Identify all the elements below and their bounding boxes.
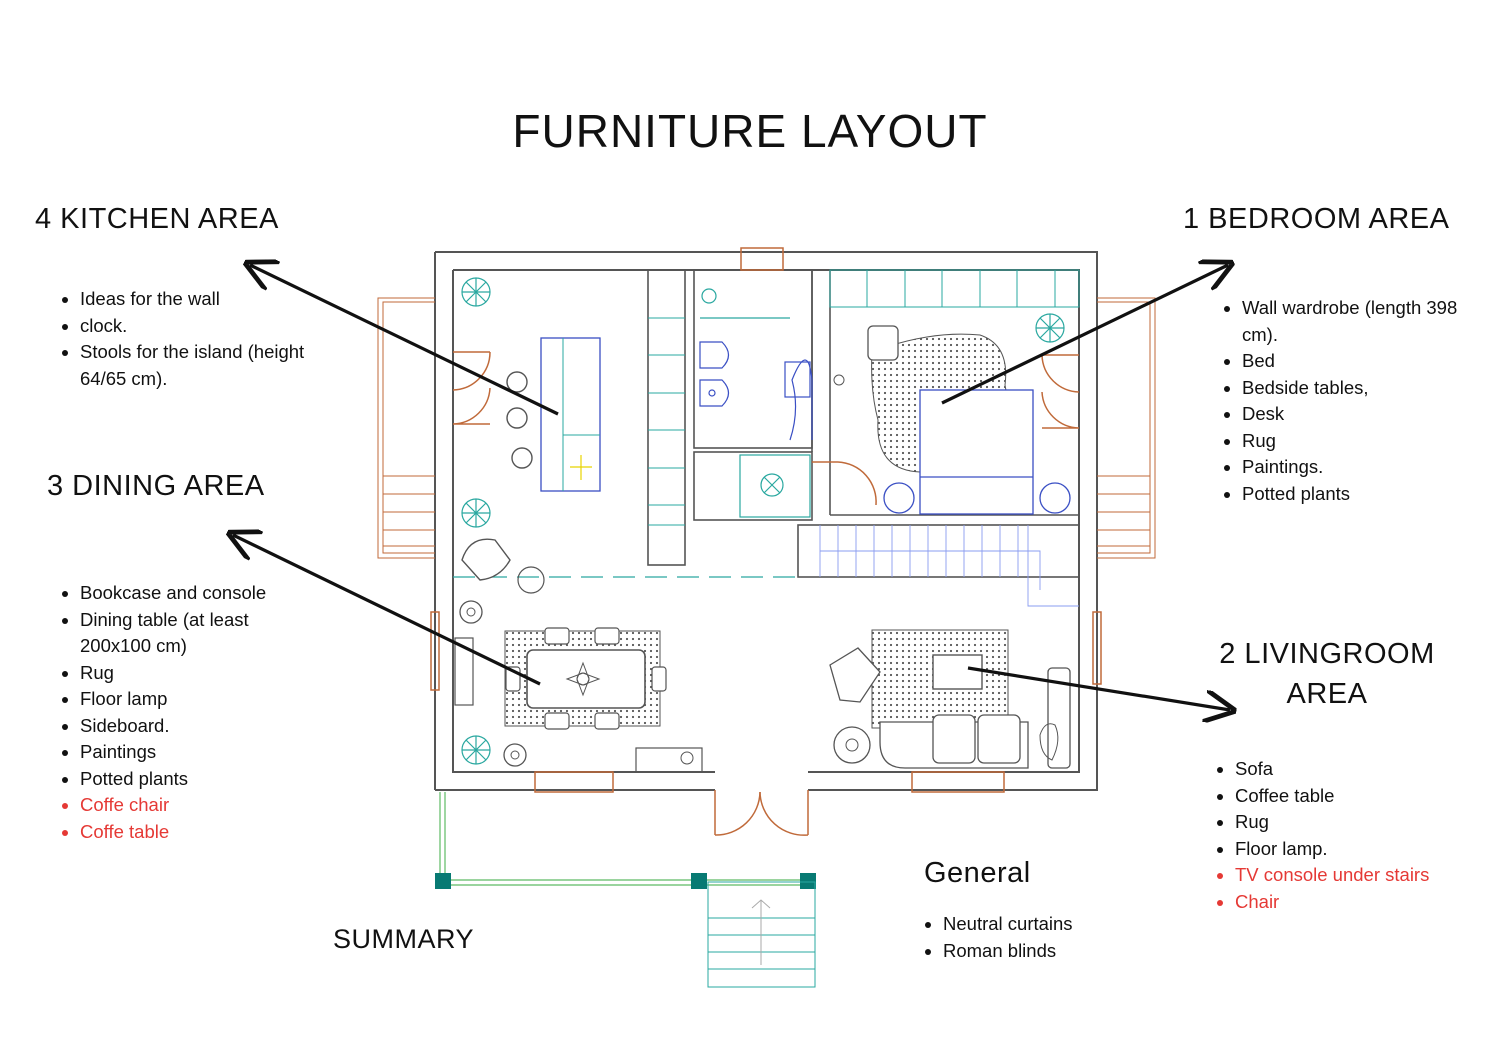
list-item: Floor lamp.: [1235, 836, 1495, 863]
dining-arrow: [233, 535, 541, 686]
staircase: [819, 525, 1079, 607]
general-list: Neutral curtainsRoman blinds: [923, 911, 1173, 964]
list-item: Paintings.: [1242, 454, 1487, 481]
list-item: Roman blinds: [943, 938, 1173, 965]
list-item: Coffee table: [1235, 783, 1495, 810]
bathroom-fixtures: [699, 288, 813, 518]
doors: [452, 351, 1080, 836]
livingroom-arrow: [967, 666, 1230, 710]
list-item: Rug: [1242, 428, 1487, 455]
bedroom-list: Wall wardrobe (length 398 cm).BedBedside…: [1222, 295, 1487, 507]
bedroom-heading: 1 BEDROOM AREA: [1183, 203, 1450, 235]
leader-arrows: [233, 265, 1230, 710]
list-item: Neutral curtains: [943, 911, 1173, 938]
list-item: Potted plants: [1242, 481, 1487, 508]
potted-plants: [461, 277, 1065, 765]
list-item: clock.: [80, 313, 330, 340]
page-title: FURNITURE LAYOUT: [512, 105, 988, 157]
list-item: Paintings: [80, 739, 320, 766]
livingroom-furniture: [829, 629, 1071, 769]
dining-heading: 3 DINING AREA: [47, 470, 265, 502]
exterior-walls: [434, 251, 1098, 791]
list-item: Coffe chair: [80, 792, 320, 819]
summary-heading: SUMMARY: [333, 924, 475, 954]
front-porch: [435, 792, 816, 988]
list-item: Bedside tables,: [1242, 375, 1487, 402]
list-item: Sofa: [1235, 756, 1495, 783]
list-item: Dining table (at least 200x100 cm): [80, 607, 320, 660]
list-item: Wall wardrobe (length 398 cm).: [1242, 295, 1487, 348]
list-item: Chair: [1235, 889, 1495, 916]
list-item: Bookcase and console: [80, 580, 320, 607]
kitchen-arrow: [250, 265, 559, 416]
livingroom-heading: 2 LIVINGROOM AREA: [1219, 638, 1435, 710]
interior-walls: [647, 269, 1080, 578]
list-item: Sideboard.: [80, 713, 320, 740]
side-terraces: [377, 297, 1156, 559]
list-item: Stools for the island (height 64/65 cm).: [80, 339, 330, 392]
list-item: Potted plants: [80, 766, 320, 793]
kitchen-list: Ideas for the wallclock.Stools for the i…: [60, 286, 330, 392]
list-item: Rug: [1235, 809, 1495, 836]
list-item: Rug: [80, 660, 320, 687]
bedroom-furniture: [829, 269, 1080, 515]
windows: [430, 247, 1102, 793]
bedroom-arrow: [941, 265, 1228, 405]
dining-furniture: [454, 538, 703, 773]
list-item: Floor lamp: [80, 686, 320, 713]
list-item: Bed: [1242, 348, 1487, 375]
list-item: Desk: [1242, 401, 1487, 428]
kitchen-heading: 4 KITCHEN AREA: [35, 203, 279, 235]
list-item: TV console under stairs: [1235, 862, 1495, 889]
list-item: Coffe table: [80, 819, 320, 846]
list-item: Ideas for the wall: [80, 286, 330, 313]
livingroom-list: SofaCoffee tableRugFloor lamp.TV console…: [1215, 756, 1495, 915]
kitchen-furniture: [453, 317, 798, 578]
general-heading: General: [924, 857, 1031, 889]
dining-list: Bookcase and consoleDining table (at lea…: [60, 580, 320, 845]
